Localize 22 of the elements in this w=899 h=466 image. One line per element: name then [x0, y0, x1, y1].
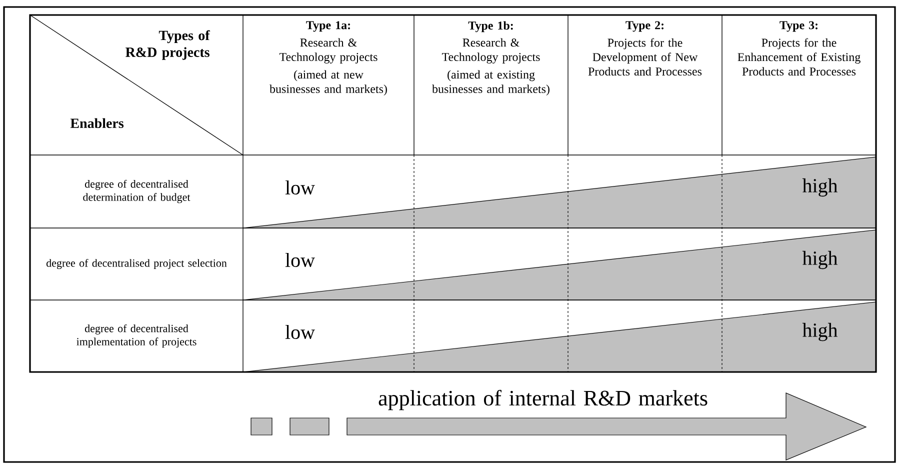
column-header: (aimed at existing businesses and markets)	[432, 70, 550, 96]
level-label: low	[285, 252, 315, 268]
corner-label: Types of R&D projects	[126, 30, 210, 60]
arrow-label: application of internal R&D markets	[378, 390, 708, 410]
level-label: high	[802, 322, 838, 342]
column-header: Research & Technology projects	[442, 38, 540, 64]
column-header: Research & Technology projects	[280, 38, 378, 64]
column-title: Type 2:	[626, 21, 664, 32]
column-title: Type 3:	[780, 21, 818, 32]
column-title: Type 1b:	[468, 21, 513, 32]
column-header: Projects for the Enhancement of Existing Products and Processes	[738, 38, 860, 76]
corner-label: Enablers	[70, 118, 124, 128]
column-header: (aimed at new businesses and markets)	[270, 70, 387, 96]
level-label: low	[285, 324, 315, 340]
column-title: Type 1a:	[306, 21, 350, 32]
column-header: Projects for the Development of New Products and Processes	[588, 38, 702, 76]
row-header: degree of decentralised determination of budget	[83, 180, 190, 204]
row-header: degree of decentralised implementation of projects	[76, 324, 196, 348]
level-label: low	[285, 180, 315, 195]
row-header: degree of decentralised project selection	[46, 258, 227, 270]
level-label: high	[802, 178, 838, 197]
level-label: high	[802, 250, 838, 270]
